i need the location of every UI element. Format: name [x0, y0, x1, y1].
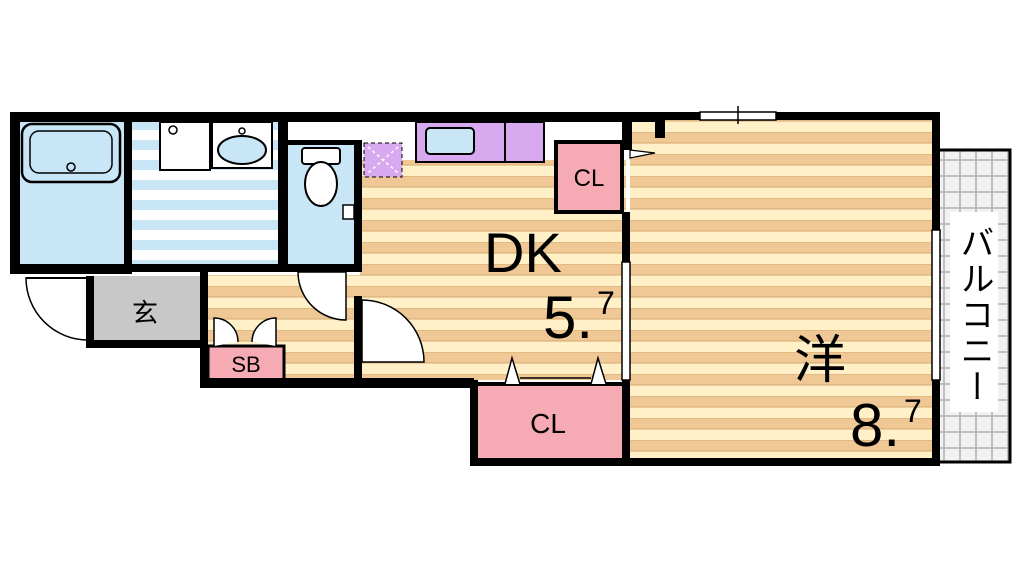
kitchen — [363, 121, 545, 178]
bathroom — [18, 122, 126, 264]
walls — [10, 112, 940, 466]
toilet-room — [288, 140, 355, 264]
toilet-door-swing — [297, 271, 347, 321]
western-room-size-decimal: 7 — [904, 393, 922, 429]
closet-bottom-label: CL — [530, 408, 566, 439]
closet-top: CL — [554, 140, 624, 214]
dk-label-group: DK 5. 7 — [484, 221, 615, 351]
balcony: バルコニー — [936, 148, 1012, 464]
washing-machine-space — [159, 121, 211, 171]
dk-size: 5. — [543, 284, 593, 351]
shoe-box-label: SB — [231, 352, 260, 377]
partition-sliding-door — [621, 261, 631, 381]
entrance: 玄 — [25, 276, 204, 341]
dk-size-decimal: 7 — [597, 285, 615, 321]
western-room-label-group: 洋 8. 7 — [794, 331, 922, 459]
balcony-window — [931, 229, 941, 381]
toilet-bowl — [304, 161, 338, 207]
closet-top-label: CL — [574, 165, 605, 192]
closet-bottom: CL — [472, 355, 626, 464]
western-room-label: 洋 — [794, 331, 846, 391]
entrance-door-swing — [25, 277, 89, 341]
balcony-label: バルコニー — [954, 225, 994, 405]
kitchen-sink — [425, 127, 475, 155]
western-room-floor — [630, 120, 932, 460]
dk-label: DK — [484, 221, 562, 284]
washroom — [130, 121, 278, 264]
entrance-label: 玄 — [132, 299, 158, 329]
western-room-size: 8. — [850, 392, 900, 459]
sink — [217, 135, 267, 165]
dk-door-swing — [361, 299, 425, 363]
